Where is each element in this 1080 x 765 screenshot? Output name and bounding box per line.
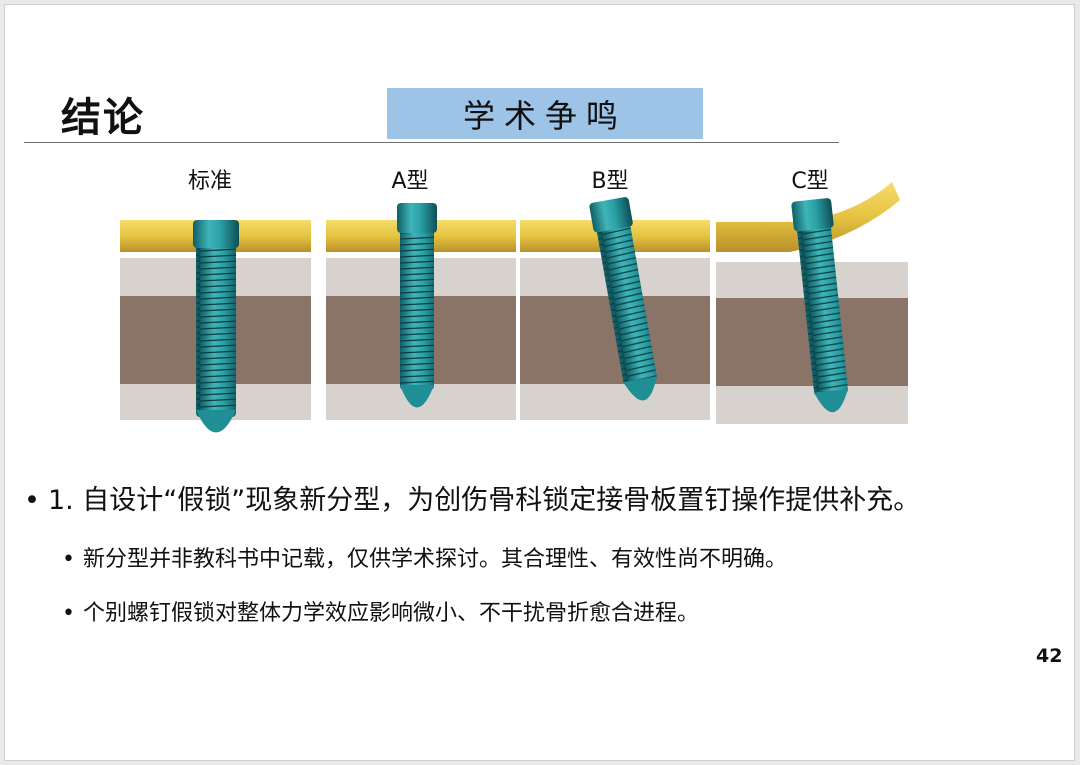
bullet-main: •1. 自设计“假锁”现象新分型，为创伤骨科锁定接骨板置钉操作提供补充。 (24, 478, 920, 517)
screw-head (791, 198, 834, 232)
slide-title: 结论 (61, 95, 145, 141)
label-type-a: A型 (391, 169, 429, 194)
screw-tip (814, 389, 848, 413)
screw-tip (623, 376, 657, 401)
bullet-dot: • (62, 601, 75, 626)
bullet-dot: • (24, 485, 40, 516)
bullet-dot: • (62, 547, 75, 572)
screw-tip (196, 410, 236, 433)
screw (795, 206, 848, 397)
label-standard: 标准 (187, 169, 233, 194)
page-number: 42 (1036, 645, 1063, 667)
bullet-sub-2-text: 个别螺钉假锁对整体力学效应影响微小、不干扰骨折愈合进程。 (82, 601, 699, 626)
bullet-sub-1-text: 新分型并非教科书中记载，仅供学术探讨。其合理性、有效性尚不明确。 (82, 547, 787, 572)
screw-head (397, 203, 437, 233)
banner: 学术争鸣 (387, 88, 703, 139)
screw (196, 222, 236, 417)
screw-head (589, 197, 633, 233)
bullet-main-text: 1. 自设计“假锁”现象新分型，为创伤骨科锁定接骨板置钉操作提供补充。 (47, 485, 921, 516)
curved-plate (716, 182, 900, 252)
title-divider (24, 142, 839, 143)
panel-type-a (326, 203, 516, 420)
panel-standard (120, 220, 311, 433)
screw-tip (400, 385, 434, 408)
panel-type-c (716, 182, 908, 424)
screw (593, 205, 657, 386)
bullet-sub-2: • 个别螺钉假锁对整体力学效应影响微小、不干扰骨折愈合进程。 (62, 595, 699, 627)
screw-head (193, 220, 239, 248)
label-type-c: C型 (791, 169, 829, 194)
screw (400, 210, 434, 390)
label-type-b: B型 (591, 169, 629, 194)
panel-type-b (520, 197, 710, 420)
bullet-sub-1: • 新分型并非教科书中记载，仅供学术探讨。其合理性、有效性尚不明确。 (62, 541, 787, 573)
